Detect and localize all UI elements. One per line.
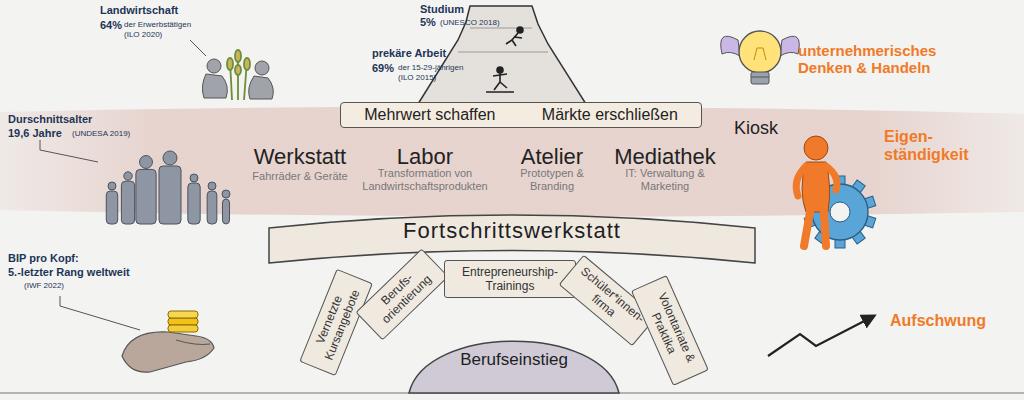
stat-label: 69% [372, 62, 394, 75]
wheat-icon [227, 50, 250, 100]
stat-label: 5% [420, 16, 436, 29]
trend-arrow [768, 316, 874, 356]
outcome-label: Eigen- ständigkeit [884, 128, 992, 165]
room-label: Labor [397, 144, 453, 169]
stat-label: Durschnittsalter [8, 113, 92, 126]
stat-label: (IWF 2022) [24, 281, 64, 290]
node-text: Mehrwert schaffen [364, 106, 495, 124]
node-text: Märkte erschließen [542, 106, 678, 124]
stat-label: der Erwerbstätigen [124, 20, 191, 29]
leader-line [40, 140, 98, 162]
stat-label: Studium [420, 3, 464, 16]
climber-top [506, 27, 523, 46]
room-label: Fahrräder & Geräte [244, 170, 356, 183]
mound-node: Berufseinstieg [408, 320, 620, 393]
outcome-label: Aufschwung [890, 312, 986, 330]
room-label: Atelier [521, 144, 583, 169]
lightbulb-icon [721, 31, 800, 84]
stat-label: Kiosk [734, 118, 778, 139]
hand-with-coin [122, 311, 214, 372]
stat-label: 64% [100, 19, 122, 32]
stone-node: Entrepreneurship- Trainings [444, 260, 576, 299]
bridge-node: Fortschrittswerkstatt [268, 208, 756, 264]
room-label: Mediathek [614, 144, 716, 169]
leader-line [190, 40, 206, 56]
person-with-gear [796, 136, 876, 248]
room-label: Prototypen & Branding [514, 167, 590, 192]
stat-label: 19,6 Jahre [8, 127, 62, 140]
stat-label: BIP pro Kopf: [8, 252, 79, 265]
stat-label: (ILO 2015) [398, 73, 436, 82]
stat-label: (ILO 2020) [124, 30, 162, 39]
room-label: Transformation von Landwirtschaftsproduk… [349, 167, 501, 192]
stat-label: (UNESCO 2018) [440, 18, 500, 27]
family-icon [106, 151, 230, 224]
node-text: Fortschrittswerkstatt [268, 218, 756, 244]
plank-node: Mehrwert schaffen Märkte erschließen [340, 102, 702, 128]
node-text: Entrepreneurship- Trainings [450, 265, 570, 294]
stat-label: Landwirtschaft [100, 4, 178, 17]
room-label: Werkstatt [254, 144, 347, 169]
climber-bottom [486, 67, 514, 92]
node-text: Berufseinstieg [408, 350, 620, 370]
leader-line [60, 296, 140, 330]
outcome-label: unternehmerisches Denken & Handeln [798, 42, 974, 77]
stat-label: 5.-letzter Rang weltweit [8, 266, 130, 279]
stat-label: der 15-29-jährigen [398, 63, 463, 72]
room-label: IT: Verwaltung & Marketing [600, 167, 730, 192]
stat-label: prekäre Arbeit [372, 47, 446, 60]
stat-label: (UNDESA 2019) [72, 129, 130, 138]
